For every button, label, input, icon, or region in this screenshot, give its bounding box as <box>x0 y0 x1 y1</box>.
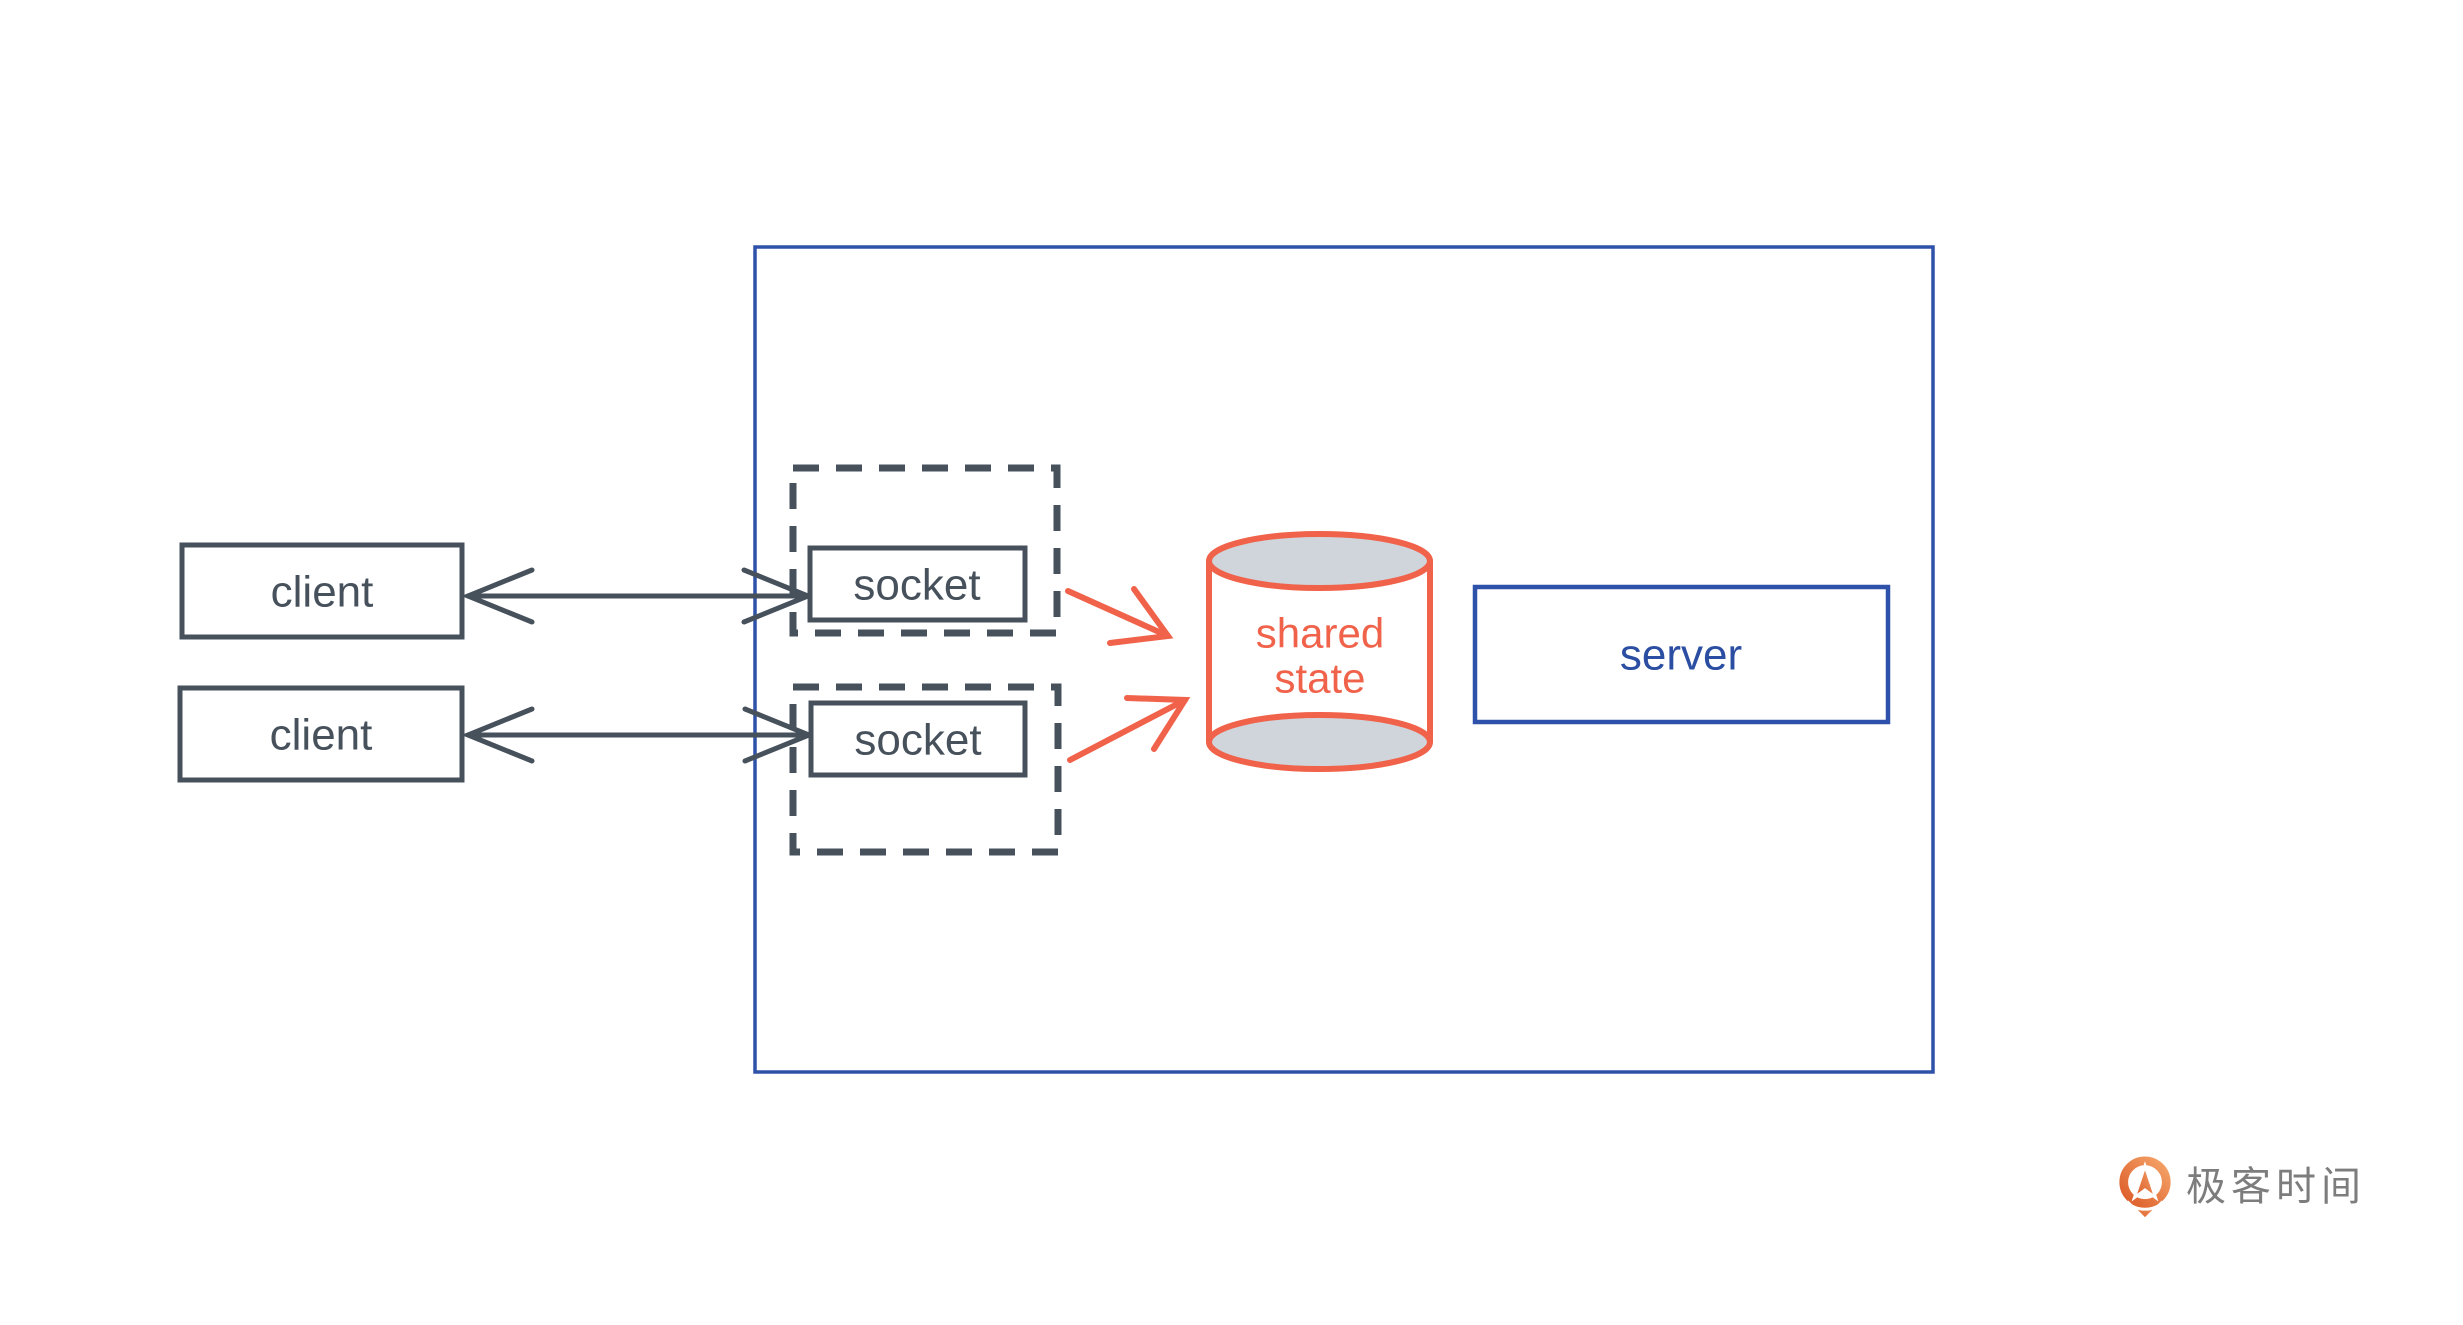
geektime-logo: 极客时间 <box>2116 1154 2366 1220</box>
logo-arrow <box>2131 1161 2159 1202</box>
socket1-to-shared-state-arrow <box>1065 586 1174 646</box>
arrowhead-left <box>461 567 535 625</box>
arrowhead-left <box>461 706 535 764</box>
server-box <box>1472 584 1891 725</box>
client-node-2: client <box>177 685 465 783</box>
cylinder-top-ellipse <box>1206 531 1433 591</box>
arrow-shaft <box>1067 697 1188 763</box>
geektime-q-pin-icon <box>2119 1156 2171 1220</box>
client-box <box>177 685 465 783</box>
client-box <box>179 542 465 640</box>
logo-text: 极客时间 <box>2186 1165 2366 1209</box>
arrowhead <box>1107 586 1174 646</box>
client-node-1: client <box>179 542 465 640</box>
arrow-shaft <box>1065 588 1171 639</box>
client2-socket2-arrow <box>461 706 816 764</box>
socket-label: socket <box>853 561 980 610</box>
socket2-dashed-container <box>789 683 1062 856</box>
socket-label: socket <box>854 716 981 765</box>
shared-state-cylinder: shared state <box>1206 531 1433 772</box>
shared-state-label-line2: state <box>1274 655 1365 702</box>
shared-state-label-line1: shared <box>1256 610 1384 657</box>
arrowhead <box>1124 695 1191 752</box>
logo-pin-tail <box>2126 1200 2164 1220</box>
socket2-to-shared-state-arrow <box>1067 695 1191 763</box>
socket-box <box>808 700 1028 778</box>
cylinder-body-fill <box>1209 561 1430 742</box>
socket1-dashed-container <box>789 464 1061 637</box>
client1-socket1-arrow <box>461 567 815 625</box>
server-label: server <box>1620 631 1742 680</box>
socket-box <box>807 545 1028 623</box>
socket-node-1: socket <box>807 545 1028 623</box>
cylinder-bottom-ellipse <box>1206 712 1433 772</box>
client-label: client <box>270 711 373 760</box>
logo-ring <box>2119 1156 2171 1208</box>
client-label: client <box>271 568 374 617</box>
server-boundary-box <box>753 245 1935 1074</box>
server-node: server <box>1472 584 1891 725</box>
socket-node-2: socket <box>808 700 1028 778</box>
